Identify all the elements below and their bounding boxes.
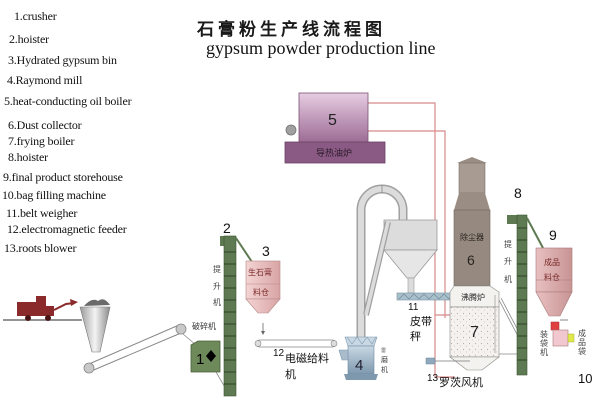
raw-bin-number: 3 xyxy=(262,243,270,259)
legend-item: 4.Raymond mill xyxy=(7,73,83,87)
mill-label: 机 xyxy=(381,365,388,374)
hoister-left: 2 提 升 机 xyxy=(213,220,253,397)
hoister-right-label: 机 xyxy=(504,274,512,284)
bag-label: 成 xyxy=(578,328,586,338)
legend-item: 9.final product storehouse xyxy=(3,170,123,184)
hoister-left-label: 机 xyxy=(213,297,221,307)
belt-weigher-label: 秤 xyxy=(410,330,421,343)
belt-weigher-number: 11 xyxy=(408,302,419,313)
bagger-label: 袋 xyxy=(540,338,548,348)
belt-weigher: 11 皮带 秤 xyxy=(396,292,458,343)
product-bin: 9 成品 料仓 xyxy=(535,227,573,321)
title-chinese: 石膏粉生产线流程图 xyxy=(197,20,386,40)
legend-item: 12.electromagnetic feeder xyxy=(7,222,127,236)
boiler-number: 5 xyxy=(328,112,337,129)
bag-filling-machine: 装 袋 机 成 品 袋 10 xyxy=(540,321,592,386)
raw-gypsum-bin: 3 生石膏 料仓 xyxy=(245,243,281,335)
blower-number: 13 xyxy=(427,373,439,384)
legend-item: 5.heat-conducting oil boiler xyxy=(4,94,132,108)
hoister-right-number: 8 xyxy=(514,185,522,201)
oil-boiler: 5 导热油炉 xyxy=(284,92,386,164)
frying-boiler: 沸腾炉 7 xyxy=(449,285,523,371)
hoister-right-label: 提 xyxy=(504,239,512,249)
hoister-right-label: 升 xyxy=(504,257,512,266)
dust-collector: 除尘器 6 xyxy=(453,157,491,287)
legend-item: 10.bag filling machine xyxy=(2,188,106,202)
blower-label: 罗茨风机 xyxy=(439,375,483,389)
feeder-label: 电磁给料 xyxy=(285,351,329,365)
crusher: 1 破碎机 xyxy=(190,321,227,390)
feed-hopper xyxy=(79,299,111,353)
electromagnetic-feeder: 12 电磁给料 机 xyxy=(254,339,338,381)
bagger-label: 装 xyxy=(540,329,548,339)
raw-bin-label: 料仓 xyxy=(253,287,269,297)
raymond-mill: 4 雷 磨 机 xyxy=(338,336,388,380)
raw-bin-label: 生石膏 xyxy=(248,267,272,277)
truck-icon xyxy=(3,296,82,321)
frying-boiler-label: 沸腾炉 xyxy=(461,292,485,302)
feeder-label: 机 xyxy=(285,367,296,381)
feeder-number: 12 xyxy=(273,348,285,359)
bagger-label: 机 xyxy=(540,347,548,357)
legend-item: 2.hoister xyxy=(9,32,49,46)
legend-item: 1.crusher xyxy=(14,9,57,23)
frying-boiler-number: 7 xyxy=(470,324,479,341)
legend-item: 11.belt weigher xyxy=(6,206,78,220)
mill-number: 4 xyxy=(355,357,363,374)
product-bin-number: 9 xyxy=(549,227,557,243)
crusher-label: 破碎机 xyxy=(192,321,216,331)
hoister-left-label: 升 xyxy=(213,282,221,291)
legend-item: 8.hoister xyxy=(8,150,48,164)
belt-weigher-label: 皮带 xyxy=(410,315,432,328)
title-english: gypsum powder production line xyxy=(206,38,436,58)
fan-icon xyxy=(285,124,297,136)
dust-collector-number: 6 xyxy=(467,252,475,268)
belt-conveyor xyxy=(83,323,197,374)
cyclone-separator xyxy=(356,184,438,337)
hoister-right: 8 提 升 机 xyxy=(504,185,544,376)
mill-label: 磨 xyxy=(381,355,388,364)
legend-item: 3.Hydrated gypsum bin xyxy=(8,53,117,67)
bagger-number: 10 xyxy=(578,371,592,386)
bag-label: 品 xyxy=(578,338,586,347)
legend-item: 13.roots blower xyxy=(4,241,77,255)
oil-pipes xyxy=(368,102,455,378)
hoister-left-number: 2 xyxy=(223,220,231,236)
mill-label: 雷 xyxy=(381,348,386,354)
hoister-left-label: 提 xyxy=(213,264,221,274)
dust-collector-label: 除尘器 xyxy=(460,232,484,242)
crusher-number: 1 xyxy=(196,351,204,368)
legend-item: 7.frying boiler xyxy=(8,134,75,148)
legend-item: 6.Dust collector xyxy=(8,118,82,132)
product-bin-label: 料仓 xyxy=(544,272,560,282)
roots-blower: 13 罗茨风机 xyxy=(425,357,483,389)
product-bin-label: 成品 xyxy=(544,257,560,267)
boiler-label: 导热油炉 xyxy=(316,147,352,159)
bag-label: 袋 xyxy=(578,346,586,356)
